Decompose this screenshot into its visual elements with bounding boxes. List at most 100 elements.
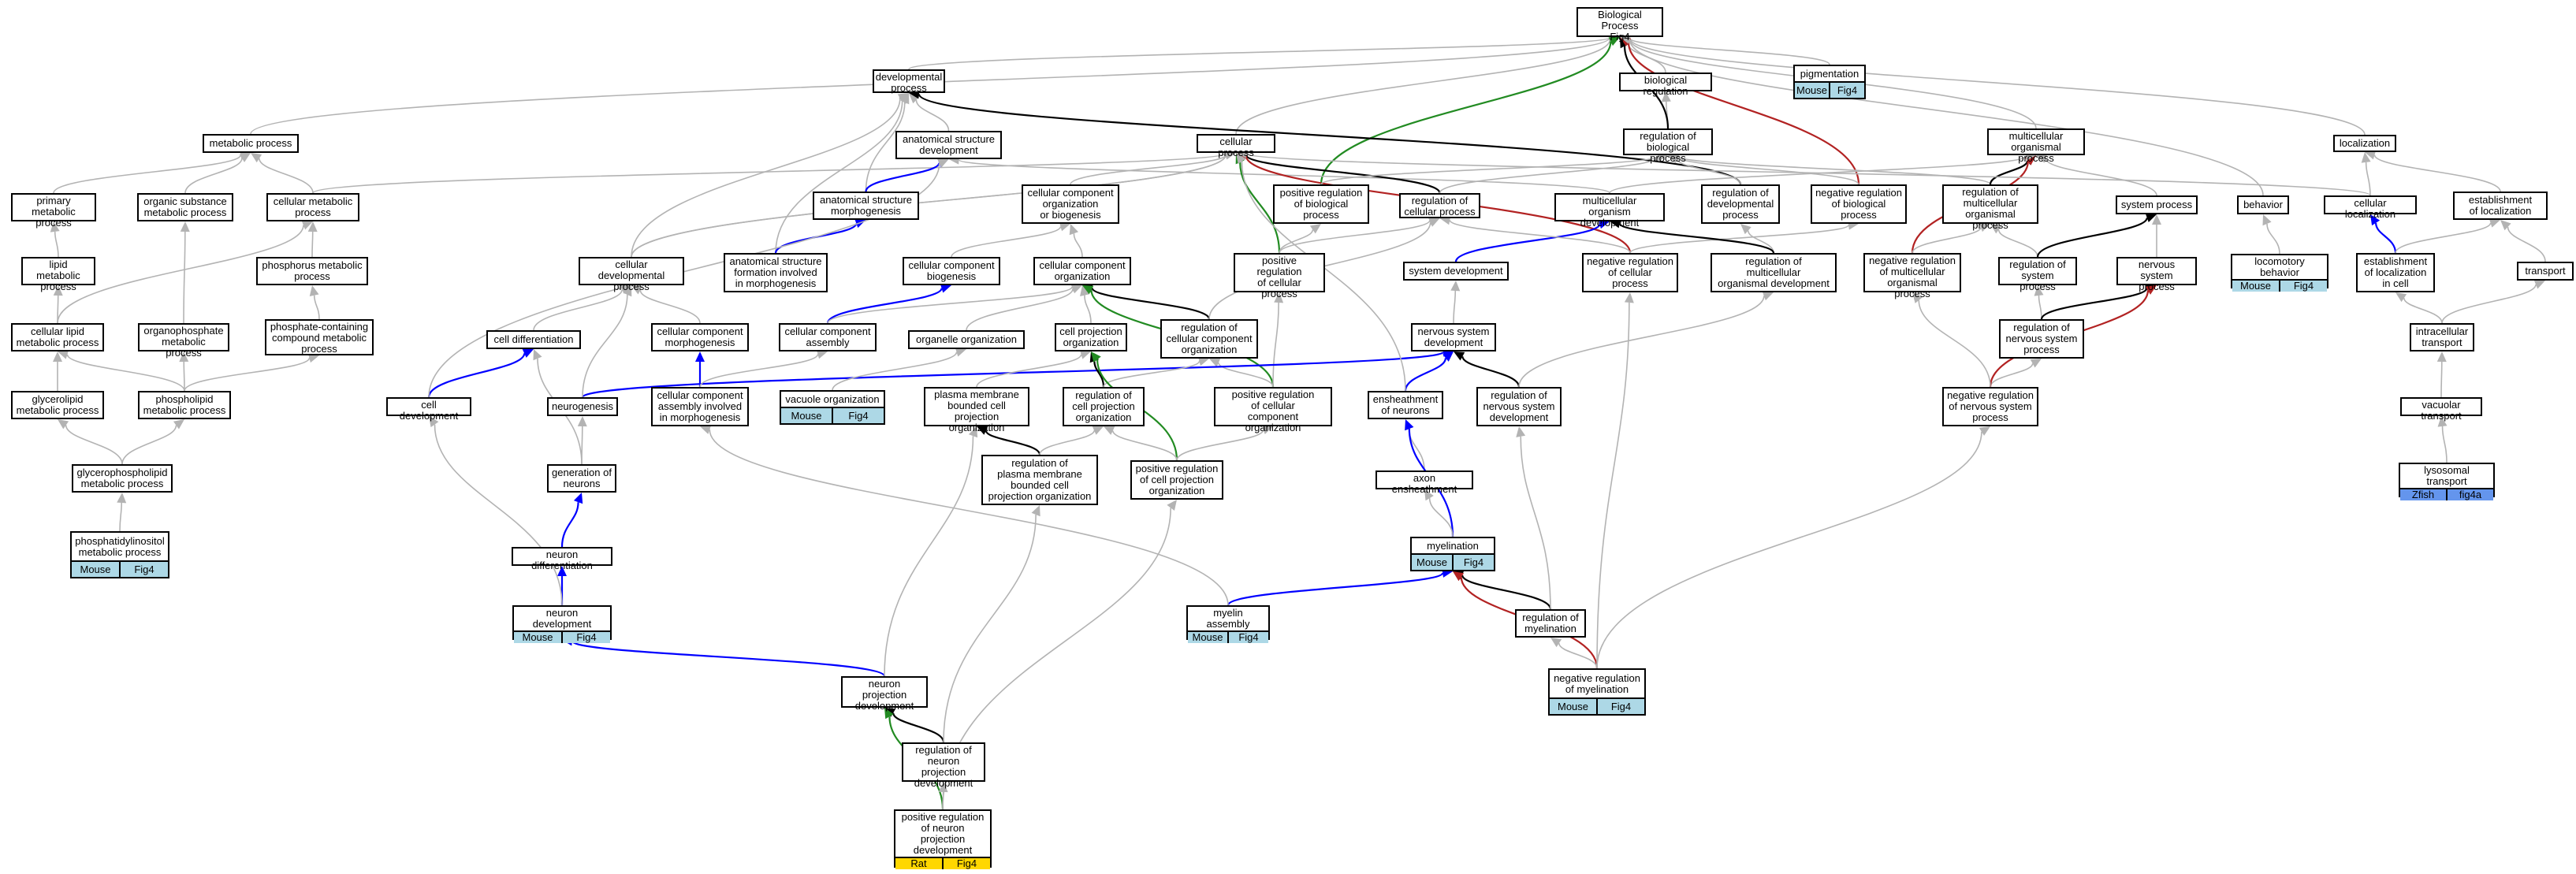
term-node-neurogenesis[interactable]: neurogenesis: [547, 397, 618, 416]
term-node-glycerophospholipid-metabolic-process[interactable]: glycerophospholipid metabolic process: [72, 464, 173, 493]
term-node-regulation-of-multicellular-organismal-development[interactable]: regulation of multicellular organismal d…: [1711, 253, 1837, 292]
term-node-regulation-of-multicellular-organismal-process[interactable]: regulation of multicellular organismal p…: [1942, 184, 2038, 231]
edge-default: [1039, 426, 1104, 456]
term-node-cell-differentiation[interactable]: cell differentiation: [486, 330, 581, 349]
term-label: positive regulation of cellular process: [1256, 255, 1302, 299]
term-node-cellular-component-biogenesis[interactable]: cellular component biogenesis: [903, 257, 1000, 285]
term-node-cellular-process[interactable]: cellular process: [1197, 134, 1275, 158]
term-node-biological-regulation[interactable]: biological regulation: [1619, 73, 1712, 97]
term-node-negative-regulation-of-multicellular-organismal-process[interactable]: negative regulation of multicellular org…: [1863, 253, 1961, 299]
term-node-regulation-of-biological-process[interactable]: regulation of biological process: [1623, 128, 1713, 164]
edge-arrowhead: [251, 153, 262, 163]
term-node-establishment-of-localization-in-cell[interactable]: establishment of localization in cell: [2356, 253, 2435, 292]
term-node-regulation-of-system-process[interactable]: regulation of system process: [1998, 257, 2077, 292]
term-node-localization[interactable]: localization: [2333, 135, 2396, 152]
term-node-positive-regulation-of-cell-projection-organization[interactable]: positive regulation of cell projection o…: [1130, 460, 1223, 500]
term-node-regulation-of-cell-projection-organization[interactable]: regulation of cell projection organizati…: [1063, 387, 1145, 426]
term-node-intracellular-transport[interactable]: intracellular transport: [2410, 323, 2474, 351]
term-node-cellular-component-organization-or-biogenesis[interactable]: cellular component organization or bioge…: [1022, 184, 1119, 224]
term-node-regulation-of-myelination[interactable]: regulation of myelination: [1515, 609, 1586, 638]
term-node-nervous-system-process[interactable]: nervous system process: [2116, 257, 2197, 292]
term-node-developmental-process[interactable]: developmental process: [873, 69, 945, 94]
term-node-regulation-of-nervous-system-process[interactable]: regulation of nervous system process: [1999, 319, 2084, 359]
term-label: regulation of biological process: [1640, 130, 1696, 164]
term-node-organelle-organization[interactable]: organelle organization: [908, 330, 1025, 349]
term-node-cellular-component-assembly-involved-in-morphogenesis[interactable]: cellular component assembly involved in …: [651, 387, 749, 426]
term-node-regulation-of-cellular-component-organization[interactable]: regulation of cellular component organiz…: [1160, 319, 1258, 359]
term-node-primary-metabolic-process[interactable]: primary metabolic process: [11, 193, 96, 229]
term-node-organophosphate-metabolic-process[interactable]: organophosphate metabolic process: [138, 323, 229, 359]
term-node-neuron-differentiation[interactable]: neuron differentiation: [512, 547, 612, 571]
term-node-positive-regulation-of-cellular-component-organization[interactable]: positive regulation of cellular componen…: [1214, 387, 1332, 433]
term-node-negative-regulation-of-nervous-system-process[interactable]: negative regulation of nervous system pr…: [1942, 387, 2038, 426]
term-node-phosphate-containing-compound-metabolic-process[interactable]: phosphate-containing compound metabolic …: [265, 319, 374, 355]
term-node-negative-regulation-of-cellular-process[interactable]: negative regulation of cellular process: [1582, 253, 1678, 292]
term-node-regulation-of-developmental-process[interactable]: regulation of developmental process: [1701, 184, 1780, 224]
term-node-cell-development[interactable]: cell development: [386, 397, 471, 422]
edge-default: [1424, 489, 1454, 537]
term-node-metabolic-process[interactable]: metabolic process: [203, 134, 299, 153]
term-node-bp[interactable]: Biological Process Fig4: [1576, 7, 1663, 43]
term-node-system-process[interactable]: system process: [2116, 195, 2198, 214]
term-node-regulation-of-cellular-process[interactable]: regulation of cellular process: [1399, 193, 1480, 218]
term-node-axon-ensheathment[interactable]: axon ensheathment: [1375, 470, 1473, 495]
term-node-system-development[interactable]: system development: [1403, 262, 1509, 281]
edge-default: [582, 285, 632, 398]
term-node-positive-regulation-of-cellular-process[interactable]: positive regulation of cellular process: [1234, 253, 1325, 299]
term-node-multicellular-organismal-process[interactable]: multicellular organismal process: [1987, 128, 2085, 164]
term-node-positive-regulation-of-biological-process[interactable]: positive regulation of biological proces…: [1273, 184, 1369, 224]
term-label: cell projection organization: [1059, 325, 1122, 348]
term-node-organic-substance-metabolic-process[interactable]: organic substance metabolic process: [137, 193, 233, 221]
term-node-cellular-component-organization[interactable]: cellular component organization: [1033, 257, 1131, 285]
term-label: neuron development: [532, 607, 592, 630]
term-node-vacuolar-transport[interactable]: vacuolar transport: [2400, 397, 2482, 422]
term-node-cellular-developmental-process[interactable]: cellular developmental process: [579, 257, 684, 292]
edge-arrowhead: [2030, 359, 2042, 368]
term-label: phosphatidylinositol metabolic process: [75, 534, 165, 558]
term-node-cellular-metabolic-process[interactable]: cellular metabolic process: [266, 193, 359, 221]
term-node-cellular-localization[interactable]: cellular localization: [2324, 195, 2417, 220]
term-node-neuron-projection-development[interactable]: neuron projection development: [841, 676, 928, 712]
term-label: anatomical structure development: [902, 133, 996, 156]
term-node-positive-regulation-of-neuron-projection-development[interactable]: positive regulation of neuron projection…: [894, 809, 992, 869]
term-node-regulation-of-plasma-membrane-bounded-cell-projection-organization[interactable]: regulation of plasma membrane bounded ce…: [981, 455, 1098, 505]
term-node-cell-projection-organization[interactable]: cell projection organization: [1055, 323, 1127, 351]
edge-arrowhead: [53, 351, 62, 362]
term-node-anatomical-structure-morphogenesis[interactable]: anatomical structure morphogenesis: [813, 192, 919, 220]
term-node-regulation-of-nervous-system-development[interactable]: regulation of nervous system development: [1476, 387, 1562, 426]
term-node-negative-regulation-of-biological-process[interactable]: negative regulation of biological proces…: [1811, 184, 1907, 224]
term-label: generation of neurons: [552, 467, 612, 489]
term-node-nervous-system-development[interactable]: nervous system development: [1411, 323, 1496, 351]
edge-regulates: [2036, 213, 2157, 258]
term-node-establishment-of-localization[interactable]: establishment of localization: [2453, 192, 2548, 220]
term-node-anatomical-structure-development[interactable]: anatomical structure development: [895, 131, 1002, 159]
term-node-multicellular-organism-development[interactable]: multicellular organism development: [1554, 193, 1665, 229]
term-node-ensheathment-of-neurons[interactable]: ensheathment of neurons: [1368, 391, 1443, 419]
edge-arrowhead: [1608, 37, 1620, 46]
term-node-plasma-membrane-bounded-cell-projection-organization[interactable]: plasma membrane bounded cell projection …: [924, 387, 1029, 433]
term-node-cellular-lipid-metabolic-process[interactable]: cellular lipid metabolic process: [11, 323, 104, 351]
term-node-transport[interactable]: transport: [2517, 262, 2574, 281]
term-node-lipid-metabolic-process[interactable]: lipid metabolic process: [21, 257, 95, 292]
term-node-anatomical-structure-formation-involved-in-morphogenesis[interactable]: anatomical structure formation involved …: [724, 253, 828, 292]
term-node-generation-of-neurons[interactable]: generation of neurons: [547, 464, 616, 493]
edge-default: [908, 32, 1620, 70]
term-node-phospholipid-metabolic-process[interactable]: phospholipid metabolic process: [138, 391, 231, 419]
edge-arrowhead: [2489, 218, 2500, 228]
term-node-glycerolipid-metabolic-process[interactable]: glycerolipid metabolic process: [11, 391, 104, 419]
term-node-cellular-component-morphogenesis[interactable]: cellular component morphogenesis: [651, 323, 749, 351]
edge-arrowhead: [2036, 154, 2048, 163]
term-node-behavior[interactable]: behavior: [2237, 195, 2289, 214]
term-node-cellular-component-assembly[interactable]: cellular component assembly: [779, 323, 877, 351]
term-node-regulation-of-neuron-projection-development[interactable]: regulation of neuron projection developm…: [902, 742, 985, 789]
term-node-phosphorus-metabolic-process[interactable]: phosphorus metabolic process: [256, 257, 368, 285]
